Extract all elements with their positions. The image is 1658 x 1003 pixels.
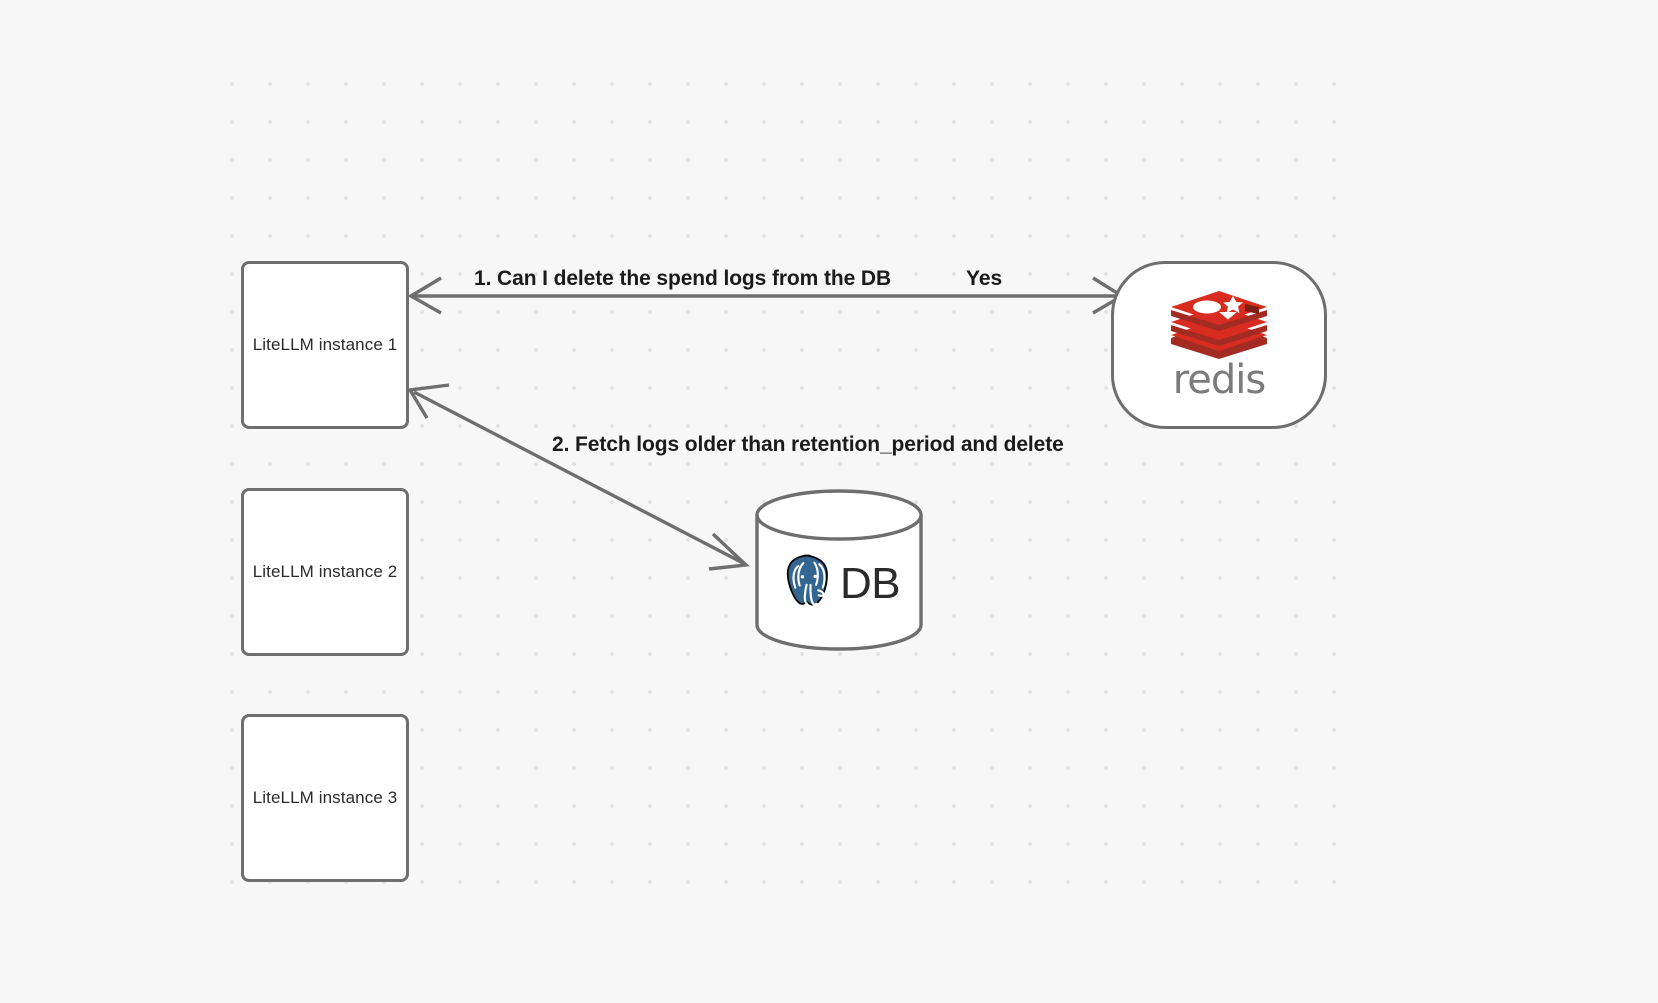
redis-stack-icon: [1171, 290, 1267, 359]
node-litellm-instance-3[interactable]: LiteLLM instance 3: [241, 714, 409, 882]
node-litellm-instance-1-label: LiteLLM instance 1: [252, 335, 398, 354]
edge-label-step-1: 1. Can I delete the spend logs from the …: [474, 267, 892, 290]
node-litellm-instance-2-label: LiteLLM instance 2: [252, 562, 398, 581]
node-database[interactable]: DB: [753, 489, 925, 651]
node-litellm-instance-1[interactable]: LiteLLM instance 1: [241, 261, 409, 429]
redis-wordmark: redis: [1172, 356, 1267, 403]
postgresql-elephant-icon: [786, 554, 828, 606]
database-label: DB: [839, 559, 901, 608]
arrowhead-left-redis-edge: [407, 276, 442, 315]
edge-label-step-2: 2. Fetch logs older than retention_perio…: [552, 433, 1064, 456]
arrowhead-downright-db-edge: [708, 532, 750, 571]
database-cylinder-shape: [755, 489, 923, 651]
arrowhead-upleft-db-edge: [407, 383, 450, 419]
edge-litellm1-db: [407, 383, 750, 571]
node-litellm-instance-2[interactable]: LiteLLM instance 2: [241, 488, 409, 656]
edge-label-yes: Yes: [966, 267, 1003, 290]
node-redis[interactable]: redis: [1111, 261, 1327, 429]
node-litellm-instance-3-label: LiteLLM instance 3: [252, 788, 398, 807]
